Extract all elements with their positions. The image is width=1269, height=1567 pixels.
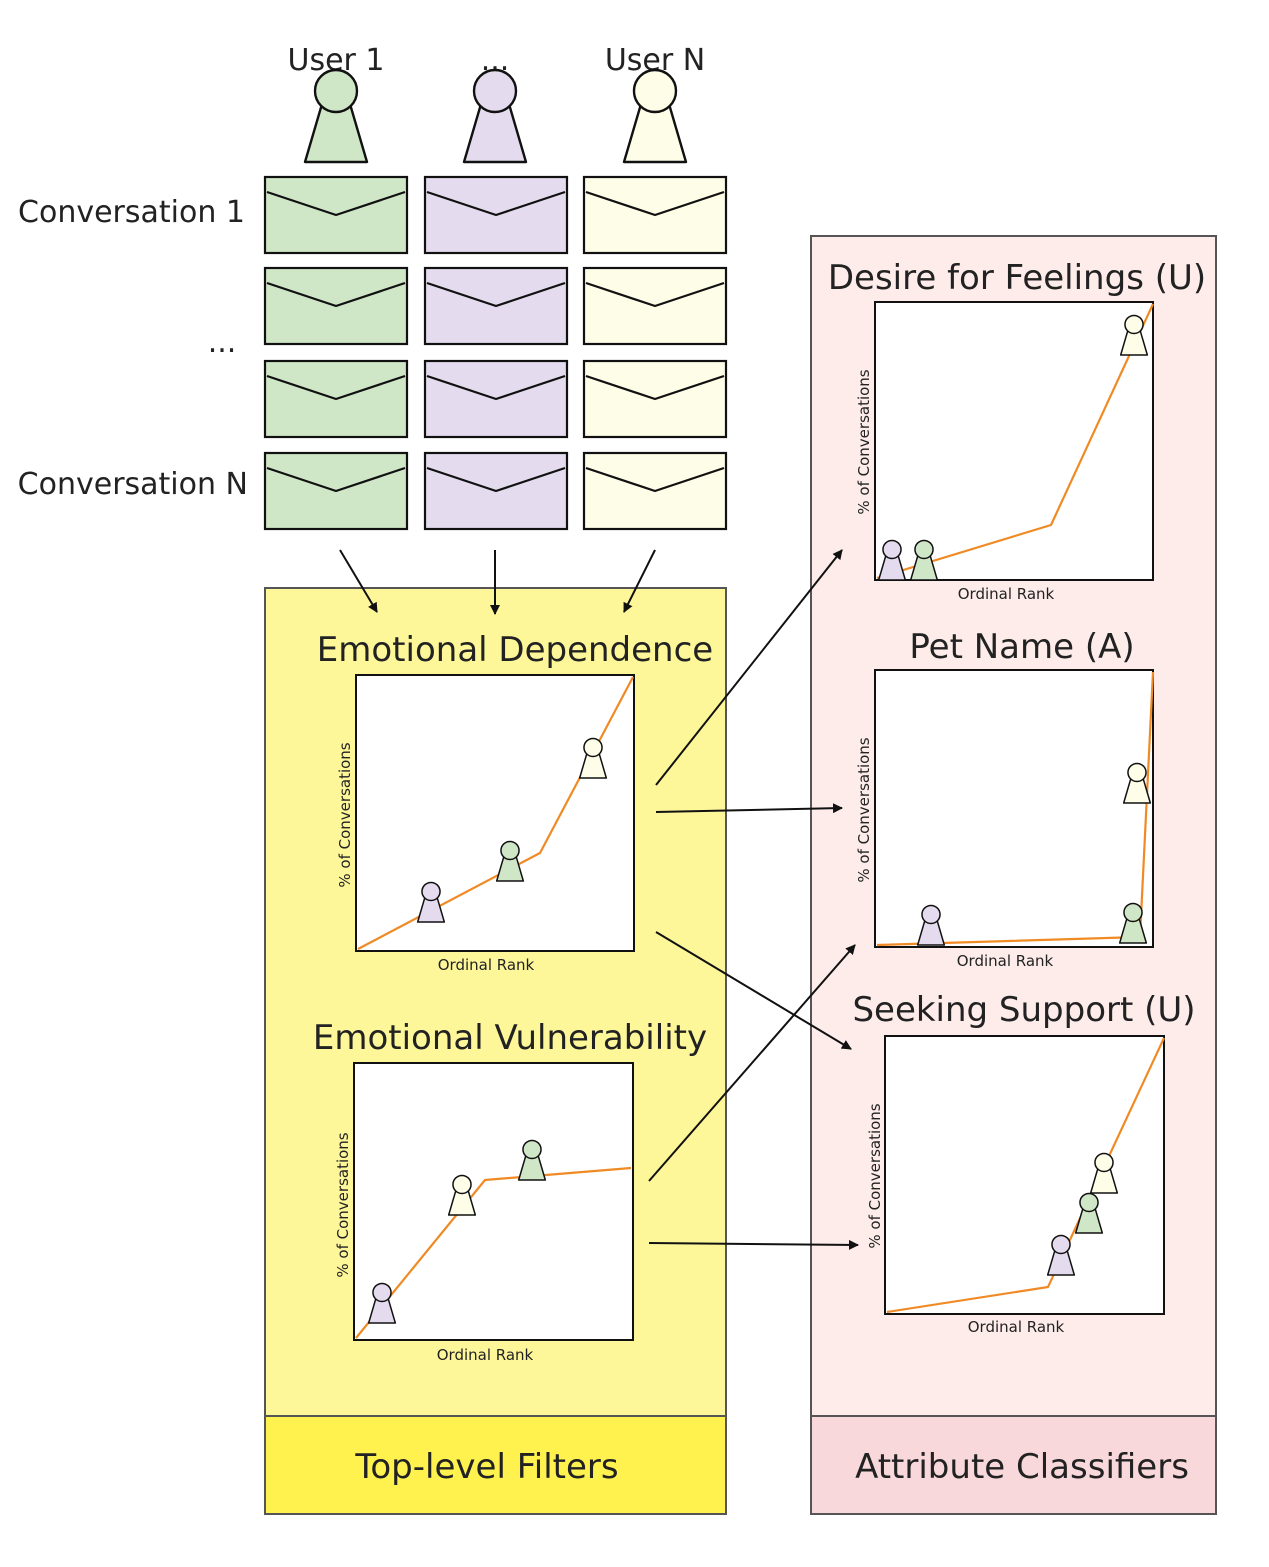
y-axis-label: % of Conversations: [334, 1132, 352, 1277]
chart-frame: [353, 1062, 634, 1341]
user-marker-icon: [416, 881, 446, 923]
trend-line: [355, 1166, 632, 1339]
x-axis-label: Ordinal Rank: [958, 585, 1055, 603]
user-icon-3: [622, 68, 688, 164]
conversation-envelope-icon: [423, 451, 569, 531]
chart-frame: [874, 301, 1154, 581]
conversation-envelope-icon: [423, 175, 569, 255]
conversation-label-ellipsis: ...: [208, 325, 237, 360]
user-marker-icon: [909, 539, 939, 581]
user-marker-icon: [1118, 902, 1148, 944]
user-marker-icon: [1089, 1152, 1119, 1194]
flow-arrow: [339, 549, 378, 613]
user-marker-icon: [1122, 762, 1152, 804]
flow-arrow: [655, 931, 852, 1050]
flow-arrow: [648, 1239, 859, 1250]
conversation-envelope-icon: [423, 359, 569, 439]
user-marker-icon: [1119, 314, 1149, 356]
user-marker-icon: [916, 904, 946, 946]
x-axis-label: Ordinal Rank: [957, 952, 1054, 970]
user-marker-icon: [367, 1282, 397, 1324]
user-marker-icon: [1046, 1234, 1076, 1276]
user-icon-1: [303, 68, 369, 164]
flow-arrows: [339, 549, 859, 1250]
chart-title: Seeking Support (U): [852, 990, 1195, 1030]
user-marker-icon: [495, 840, 525, 882]
conversation-envelope-icon: [582, 266, 728, 346]
conversation-envelope-icon: [582, 175, 728, 255]
conversation-envelope-icon: [423, 266, 569, 346]
user-marker-icon: [1074, 1192, 1104, 1234]
y-axis-label: % of Conversations: [336, 742, 354, 887]
chart-title: Pet Name (A): [909, 627, 1134, 667]
user-marker-icon: [877, 539, 907, 581]
conversation-envelope-icon: [263, 451, 409, 531]
x-axis-label: Ordinal Rank: [438, 956, 535, 974]
conversation-envelope-icon: [263, 359, 409, 439]
trend-line: [886, 1037, 1165, 1314]
conversation-grid: [263, 175, 728, 531]
y-axis-label: % of Conversations: [855, 369, 873, 514]
conversation-envelope-icon: [263, 266, 409, 346]
trend-line: [876, 303, 1154, 580]
user-icons: [303, 68, 688, 164]
chart-title: Emotional Vulnerability: [313, 1018, 707, 1058]
conversation-envelope-icon: [263, 175, 409, 255]
chart-desire-for-feelings: Desire for Feelings (U) Ordinal Rank % o…: [828, 258, 1206, 603]
conversation-envelope-icon: [582, 451, 728, 531]
user-icon-2: [462, 68, 528, 164]
x-axis-label: Ordinal Rank: [968, 1318, 1065, 1336]
chart-seeking-support: Seeking Support (U) Ordinal Rank % of Co…: [852, 990, 1195, 1336]
filters-footer-label: Top-level Filters: [354, 1447, 618, 1487]
flow-arrow: [623, 549, 656, 613]
chart-emotional-dependence: Emotional Dependence Ordinal Rank % of C…: [317, 630, 713, 974]
user-marker-icon: [447, 1174, 477, 1216]
user-marker-icon: [578, 737, 608, 779]
conversation-label-last: Conversation N: [18, 467, 248, 502]
flow-arrow: [655, 549, 843, 786]
flow-arrow: [655, 803, 843, 814]
chart-title: Emotional Dependence: [317, 630, 713, 670]
x-axis-label: Ordinal Rank: [437, 1346, 534, 1364]
chart-pet-name: Pet Name (A) Ordinal Rank % of Conversat…: [855, 627, 1154, 970]
conversation-label-first: Conversation 1: [18, 195, 245, 230]
conversation-envelope-icon: [582, 359, 728, 439]
classifiers-footer-label: Attribute Classifiers: [855, 1447, 1189, 1487]
chart-frame: [884, 1035, 1165, 1315]
chart-frame: [874, 669, 1154, 948]
chart-user-markers: [367, 314, 1152, 1324]
y-axis-label: % of Conversations: [866, 1103, 884, 1248]
user-marker-icon: [517, 1139, 547, 1181]
chart-emotional-vulnerability: Emotional Vulnerability Ordinal Rank % o…: [313, 1018, 707, 1364]
flow-arrow: [648, 944, 856, 1182]
chart-title: Desire for Feelings (U): [828, 258, 1206, 298]
y-axis-label: % of Conversations: [855, 737, 873, 882]
chart-frame: [355, 674, 635, 952]
